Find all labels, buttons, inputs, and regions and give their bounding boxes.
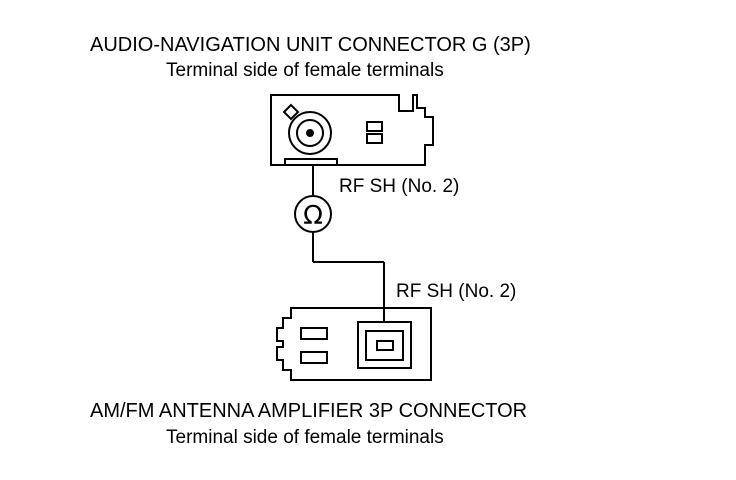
bottom-connector-subtitle: Terminal side of female terminals — [166, 427, 444, 448]
ohmmeter-icon: Ω — [294, 195, 332, 233]
probe-label-bottom: RF SH (No. 2) — [396, 281, 517, 302]
wire-lines — [312, 165, 385, 322]
bottom-connector-title: AM/FM ANTENNA AMPLIFIER 3P CONNECTOR — [90, 400, 528, 422]
audio-navigation-connector-face-icon — [270, 94, 434, 166]
antenna-amplifier-connector-face-icon — [276, 307, 432, 381]
probe-label-top: RF SH (No. 2) — [339, 176, 460, 197]
ohmmeter-symbol: Ω — [303, 201, 323, 231]
top-connector-subtitle: Terminal side of female terminals — [166, 60, 444, 81]
top-connector-title: AUDIO-NAVIGATION UNIT CONNECTOR G (3P) — [90, 34, 531, 56]
